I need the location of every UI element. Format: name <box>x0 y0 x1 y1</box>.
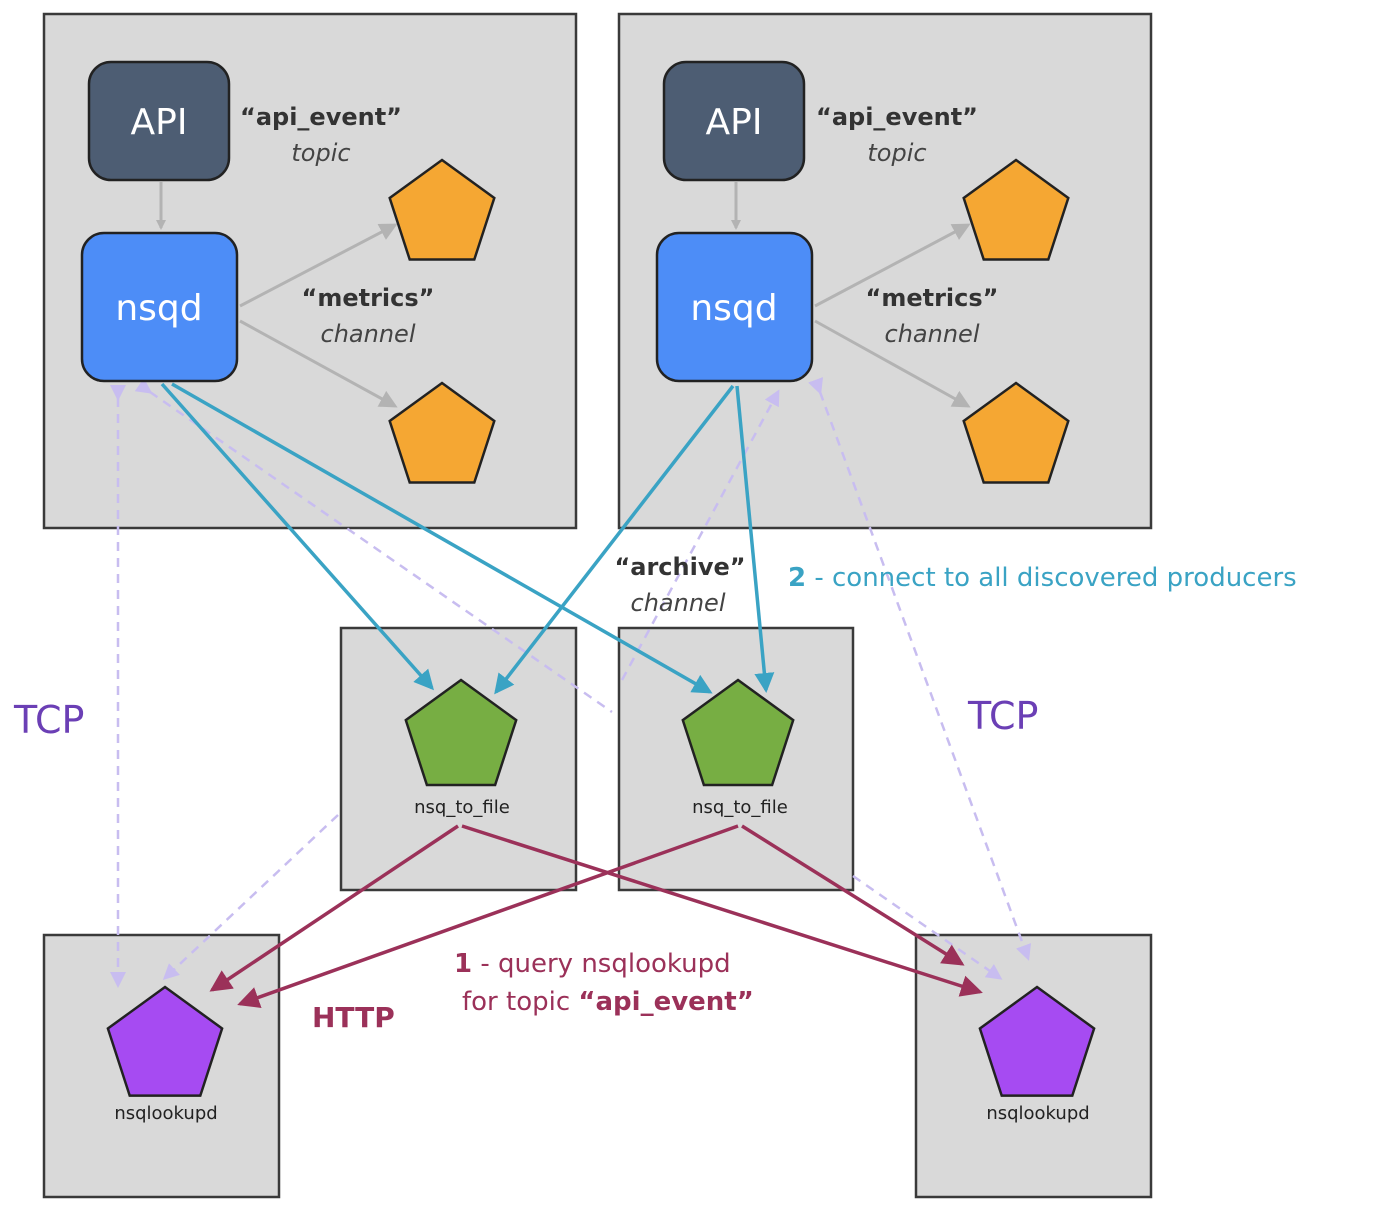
nsq-to-file-label-2: nsq_to_file <box>692 797 788 818</box>
step2-text: - connect to all discovered producers <box>806 563 1297 593</box>
query-arrow-consumer2-to-lookup1 <box>237 824 739 1008</box>
nsqlookupd-icon-1 <box>106 985 224 1097</box>
tcp-connections <box>110 377 1032 988</box>
query-arrow-consumer1-to-lookup1 <box>209 824 459 992</box>
topic-name-2: “api_event” <box>816 103 978 131</box>
nsq-to-file-icon-2 <box>681 678 795 787</box>
step1-annotation-line1: 1 - query nsqlookupd <box>454 949 731 979</box>
channel-name-1: “metrics” <box>302 284 435 312</box>
archive-channel-caption: channel <box>631 589 726 617</box>
connect-arrow-nsqd2-to-consumer1 <box>494 384 735 695</box>
nsqd-label-2: nsqd <box>690 288 777 329</box>
metrics-consumer-icon-1b <box>388 381 496 484</box>
step1-line2-topic: “api_event” <box>578 987 753 1017</box>
tcp-line-right-diagonal <box>808 377 1032 961</box>
nsqd-to-metrics-arrow-2a <box>814 223 971 308</box>
tcp-label-right: TCP <box>967 694 1038 738</box>
nsqlookupd-label-2: nsqlookupd <box>986 1103 1089 1124</box>
channel-caption-1: channel <box>321 320 416 348</box>
nsqd-to-metrics-arrow-1a <box>239 223 398 308</box>
step2-number: 2 <box>788 563 806 593</box>
connect-arrow-nsqd2-to-consumer2 <box>735 385 775 693</box>
channel-name-2: “metrics” <box>866 284 999 312</box>
channel-caption-2: channel <box>885 320 980 348</box>
nsqlookupd-label-1: nsqlookupd <box>114 1103 217 1124</box>
topic-caption-2: topic <box>867 139 926 167</box>
nsqd-node-2: nsqd <box>655 231 814 383</box>
nsqd-to-metrics-arrow-2b <box>814 319 971 408</box>
api-label-2: API <box>706 102 763 143</box>
http-label: HTTP <box>312 1001 395 1034</box>
connect-arrows <box>160 382 775 695</box>
nsq-to-file-label-1: nsq_to_file <box>414 797 510 818</box>
metrics-consumer-icon-2b <box>962 381 1070 484</box>
step1-line2-text: for topic <box>462 987 578 1017</box>
api-node-2: API <box>662 60 806 182</box>
archive-channel-name: “archive” <box>614 553 745 581</box>
api-label-1: API <box>131 102 188 143</box>
nsqd-node-1: nsqd <box>80 231 239 383</box>
query-arrow-consumer1-to-lookup2 <box>461 824 983 997</box>
query-arrow-consumer2-to-lookup2 <box>741 824 965 966</box>
nsqd-label-1: nsqd <box>115 288 202 329</box>
nsqd-to-metrics-arrow-1b <box>239 319 398 408</box>
tcp-line-consumer-to-nsqd-right <box>620 389 780 681</box>
nsq-to-file-icon-1 <box>404 678 518 787</box>
query-arrows <box>209 824 983 1008</box>
step2-annotation: 2 - connect to all discovered producers <box>788 563 1297 593</box>
step1-annotation-line2: for topic “api_event” <box>462 987 754 1017</box>
topic-caption-1: topic <box>291 139 350 167</box>
tcp-line-consumer-to-lookup-right <box>852 874 1003 980</box>
tcp-line-left-diagonal <box>134 378 613 714</box>
tcp-line-consumer-to-lookup-left <box>162 814 339 981</box>
metrics-consumer-icon-2a <box>962 158 1070 261</box>
connect-arrow-nsqd1-to-consumer1 <box>160 382 434 691</box>
connect-arrow-nsqd1-to-consumer2 <box>171 382 713 694</box>
step1-line1-text: - query nsqlookupd <box>472 949 731 979</box>
api-node-1: API <box>87 60 231 182</box>
step1-number: 1 <box>454 949 472 979</box>
nsqlookupd-icon-2 <box>978 985 1096 1097</box>
metrics-consumer-icon-1a <box>388 158 496 261</box>
topic-name-1: “api_event” <box>240 103 402 131</box>
tcp-label-left: TCP <box>13 698 84 742</box>
